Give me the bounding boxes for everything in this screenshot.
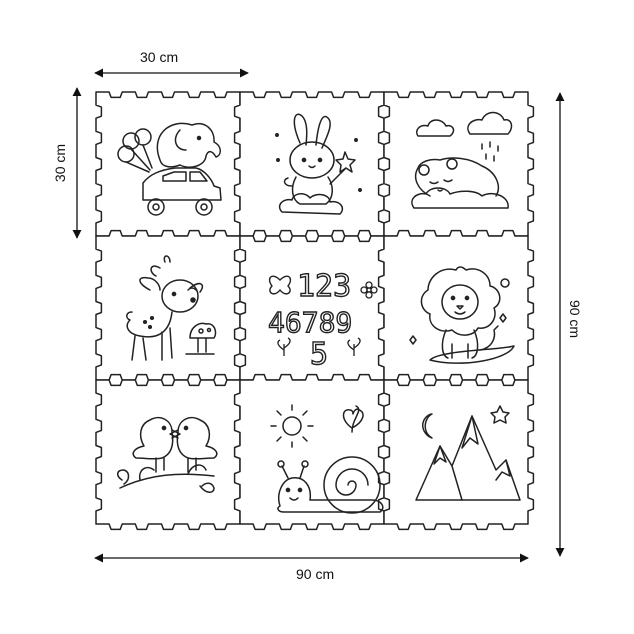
sprout-icon (277, 337, 361, 356)
elephant-car-drawing (117, 122, 222, 216)
puzzle-tile-snail-sun-heart (233, 373, 385, 531)
deer-drawing (126, 255, 217, 361)
dimension-label-bottom: 90 cm (296, 566, 335, 582)
heart-icon (342, 408, 364, 429)
dimension-label-left: 30 cm (52, 143, 68, 183)
moon-icon (421, 413, 433, 439)
snail-drawing (270, 404, 384, 514)
dimension-label-top: 30 cm (140, 49, 179, 65)
numbers-row-3: 5 (310, 337, 328, 372)
numbers-row-1: 123 (297, 269, 351, 304)
butterfly-icon (268, 275, 292, 295)
puzzle-tile-mountains-moon (383, 379, 535, 531)
flower-icon (360, 281, 378, 299)
star-icon (490, 405, 510, 424)
sun-icon (270, 404, 314, 448)
birds-drawing (117, 416, 218, 493)
puzzle-tile-bunny-wand (233, 91, 385, 237)
puzzle-tile-sleeping-bear-clouds (383, 91, 535, 243)
sleeping-bear-drawing (411, 111, 513, 209)
puzzle-tile-birds-branch (95, 379, 247, 531)
bunny-drawing (275, 113, 362, 215)
puzzle-tile-deer-mushroom (95, 229, 241, 381)
dimension-label-right: 90 cm (567, 299, 583, 339)
puzzle-tile-lion (377, 229, 535, 381)
tiles-layer (95, 91, 535, 531)
lion-drawing (409, 266, 515, 364)
mountains-drawing (415, 405, 521, 501)
numbers-drawing: 123 46789 5 (267, 268, 378, 373)
numbers-row-2: 46789 (268, 306, 352, 339)
